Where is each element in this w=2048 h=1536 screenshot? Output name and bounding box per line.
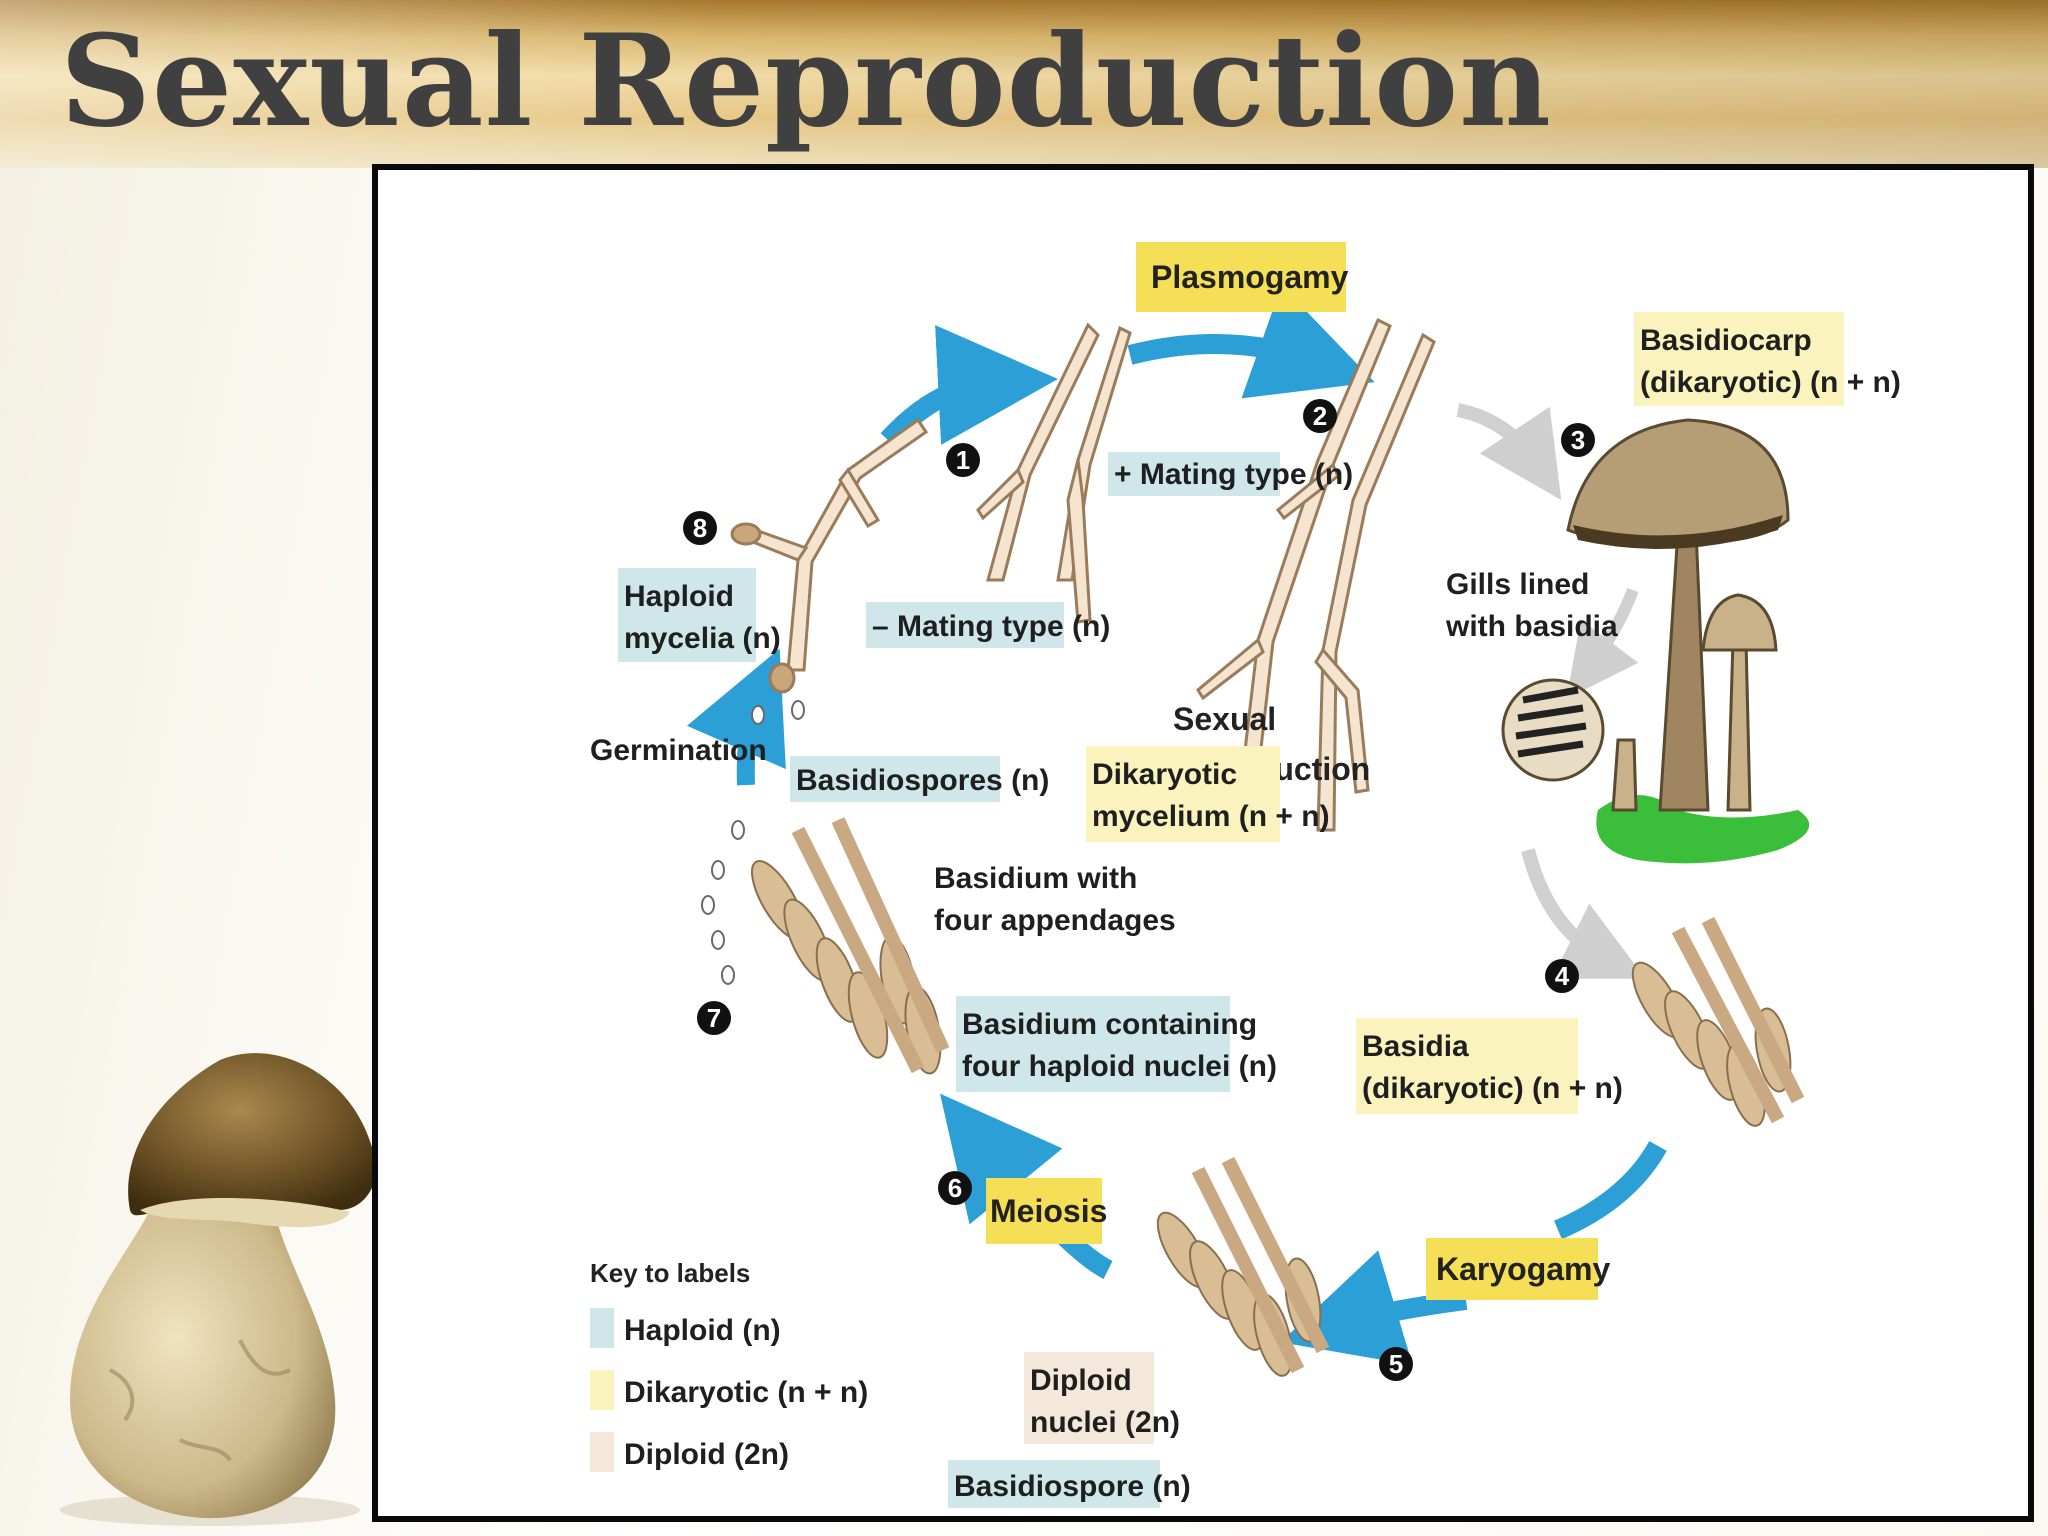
key-to-labels: Key to labels Haploid (n) Dikaryotic (n …	[590, 1258, 868, 1472]
step-8: 8	[683, 511, 717, 545]
basidia-cluster-4	[1631, 916, 1805, 1127]
step-7-number: 7	[707, 1003, 721, 1033]
step-2-number: 2	[1313, 401, 1327, 431]
gills-line2: with basidia	[1445, 610, 1618, 643]
karyogamy-text: Karyogamy	[1436, 1251, 1611, 1287]
cycle-arrow-karyogamy	[1554, 1140, 1667, 1240]
meiosis-label: Meiosis	[986, 1178, 1107, 1244]
key-title: Key to labels	[590, 1258, 750, 1288]
basidium-nuclei-line1: Basidium containing	[962, 1008, 1257, 1041]
dikaryotic-mycelium-line2: mycelium (n + n)	[1092, 800, 1330, 833]
step-3-number: 3	[1571, 425, 1585, 455]
step-5-number: 5	[1389, 1349, 1403, 1379]
life-cycle-diagram: Plasmogamy Karyogamy Meiosis Sexual repr…	[590, 242, 1901, 1508]
basidium-appendages-line1: Basidium with	[934, 862, 1137, 895]
haploid-mycelia-line2: mycelia (n)	[624, 622, 781, 655]
gills-line1: Gills lined	[1446, 568, 1589, 601]
minus-mating-type-label: – Mating type (n)	[866, 602, 1110, 648]
key-swatch-dikaryotic	[590, 1370, 614, 1410]
porcini-mushroom-image	[60, 1053, 376, 1526]
basidiocarp-line1: Basidiocarp	[1640, 324, 1812, 357]
basidium-nuclei-label: Basidium containing four haploid nuclei …	[956, 996, 1277, 1092]
step-4: 4	[1545, 959, 1579, 993]
step-6: 6	[938, 1171, 972, 1205]
key-swatch-diploid	[590, 1432, 614, 1472]
germination-label: Germination	[590, 734, 767, 767]
mating-hyphae	[976, 322, 1132, 624]
basidiospores-label: Basidiospores (n)	[790, 756, 1049, 802]
gray-arrow-gills	[1566, 587, 1639, 699]
step-6-number: 6	[948, 1173, 962, 1203]
basidia-dikaryotic-line2: (dikaryotic) (n + n)	[1362, 1072, 1623, 1105]
gray-arrow-3-to-4	[1521, 848, 1646, 979]
cycle-arrow-germination	[686, 648, 786, 786]
basidium-nuclei-line2: four haploid nuclei (n)	[962, 1050, 1277, 1083]
meiosis-text: Meiosis	[990, 1193, 1107, 1229]
basidia-cluster-5	[1156, 1156, 1330, 1377]
spores	[701, 700, 805, 985]
dikaryotic-mycelium-label: Dikaryotic mycelium (n + n)	[1086, 746, 1330, 842]
basidium-appendages-label: Basidium with four appendages	[934, 862, 1176, 937]
step-4-number: 4	[1555, 961, 1570, 991]
gills-label: Gills lined with basidia	[1445, 568, 1618, 643]
basidiocarp-illustration	[1501, 418, 1810, 864]
step-1-number: 1	[956, 445, 970, 475]
karyogamy-label: Karyogamy	[1426, 1238, 1611, 1300]
basidiocarp-line2: (dikaryotic) (n + n)	[1640, 366, 1901, 399]
basidiospores-text: Basidiospores (n)	[796, 764, 1049, 797]
life-cycle-figure: Plasmogamy Karyogamy Meiosis Sexual repr…	[372, 164, 2034, 1522]
basidia-dikaryotic-label: Basidia (dikaryotic) (n + n)	[1356, 1018, 1623, 1114]
basidia-cluster-7	[751, 817, 950, 1075]
cycle-arrow-5	[1280, 1250, 1468, 1366]
basidia-dikaryotic-line1: Basidia	[1362, 1030, 1469, 1063]
haploid-mycelium	[730, 417, 929, 694]
basidiospore-text: Basidiospore (n)	[954, 1470, 1191, 1503]
step-2: 2	[1303, 399, 1337, 433]
dikaryotic-mycelium-line1: Dikaryotic	[1092, 758, 1237, 791]
plus-mating-type-text: + Mating type (n)	[1114, 458, 1353, 491]
header-band	[0, 0, 2048, 168]
plasmogamy-label: Plasmogamy	[1136, 242, 1349, 312]
key-item-haploid: Haploid (n)	[624, 1314, 781, 1347]
haploid-mycelia-label: Haploid mycelia (n)	[618, 568, 781, 662]
basidium-appendages-line2: four appendages	[934, 904, 1176, 937]
gray-arrow-2-to-3	[1456, 403, 1562, 500]
step-1: 1	[946, 443, 980, 477]
key-swatch-haploid	[590, 1308, 614, 1348]
haploid-mycelia-line1: Haploid	[624, 580, 734, 613]
cycle-arrow-8-to-1	[880, 325, 1058, 447]
center-label-line1: Sexual	[1173, 701, 1276, 737]
plasmogamy-text: Plasmogamy	[1151, 259, 1349, 295]
cycle-arrow-plasmogamy	[1127, 285, 1375, 399]
step-8-number: 8	[693, 513, 707, 543]
plus-mating-type-label: + Mating type (n)	[1108, 452, 1353, 496]
diploid-nuclei-line1: Diploid	[1030, 1364, 1132, 1397]
step-5: 5	[1379, 1347, 1413, 1381]
basidiospore-label: Basidiospore (n)	[948, 1460, 1191, 1508]
basidiocarp-label: Basidiocarp (dikaryotic) (n + n)	[1634, 312, 1901, 406]
minus-mating-type-text: – Mating type (n)	[872, 610, 1110, 643]
slide-title: Sexual Reproduction	[60, 7, 1552, 155]
key-item-dikaryotic: Dikaryotic (n + n)	[624, 1376, 868, 1409]
diploid-nuclei-label: Diploid nuclei (2n)	[1024, 1352, 1180, 1444]
diploid-nuclei-line2: nuclei (2n)	[1030, 1406, 1180, 1439]
step-3: 3	[1561, 423, 1595, 457]
key-item-diploid: Diploid (2n)	[624, 1438, 789, 1471]
step-7: 7	[697, 1001, 731, 1035]
